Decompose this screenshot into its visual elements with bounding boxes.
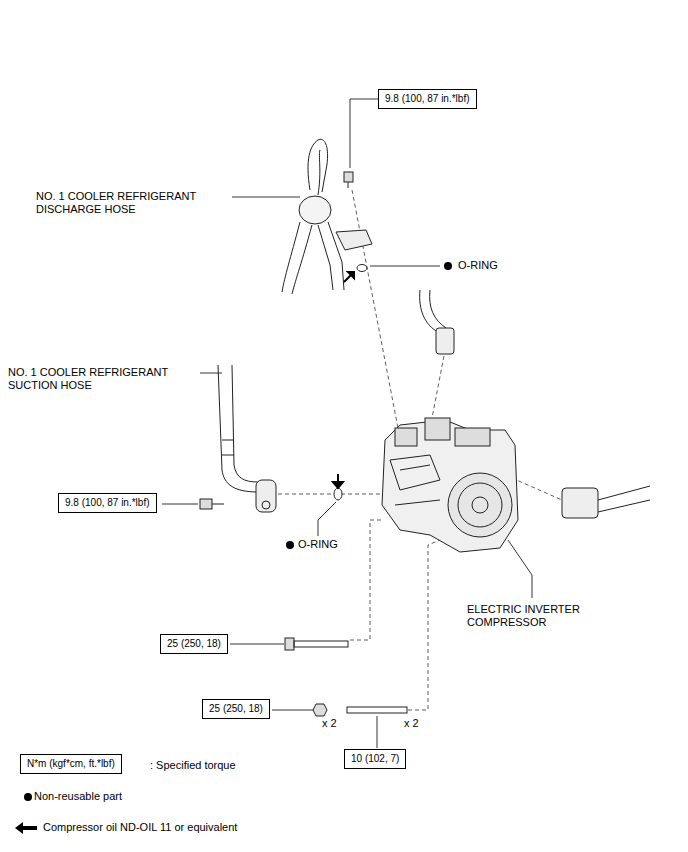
part-label: : Specified torque xyxy=(150,759,236,772)
torque-box: 10 (102, 7) xyxy=(344,749,406,769)
part-label: ELECTRIC INVERTER COMPRESSOR xyxy=(467,603,627,629)
torque-value: 25 (250, 18) xyxy=(167,638,221,650)
torque-value: 9.8 (100, 87 in.*lbf) xyxy=(65,497,150,509)
torque-box: 9.8 (100, 87 in.*lbf) xyxy=(378,89,477,109)
legend-text: Compressor oil ND-OIL 11 or equivalent xyxy=(43,821,237,834)
part-label: NO. 1 COOLER REFRIGERANT DISCHARGE HOSE xyxy=(36,190,236,216)
torque-box: N*m (kgf*cm, ft.*lbf) xyxy=(20,754,122,774)
torque-box: 25 (250, 18) xyxy=(160,634,228,654)
torque-value: 25 (250, 18) xyxy=(209,703,263,715)
torque-box: 9.8 (100, 87 in.*lbf) xyxy=(58,493,157,513)
legend-text: Non-reusable part xyxy=(34,790,122,803)
arrow-symbol xyxy=(13,821,39,835)
part-label: NO. 1 COOLER REFRIGERANT SUCTION HOSE xyxy=(8,366,208,392)
part-label: O-RING xyxy=(458,259,498,272)
torque-box: 25 (250, 18) xyxy=(202,699,270,719)
torque-value: 10 (102, 7) xyxy=(351,753,399,765)
part-label: O-RING xyxy=(298,538,338,551)
torque-value: N*m (kgf*cm, ft.*lbf) xyxy=(27,758,115,770)
part-label: x 2 xyxy=(322,717,337,730)
part-label: x 2 xyxy=(404,717,419,730)
torque-value: 9.8 (100, 87 in.*lbf) xyxy=(385,93,470,105)
